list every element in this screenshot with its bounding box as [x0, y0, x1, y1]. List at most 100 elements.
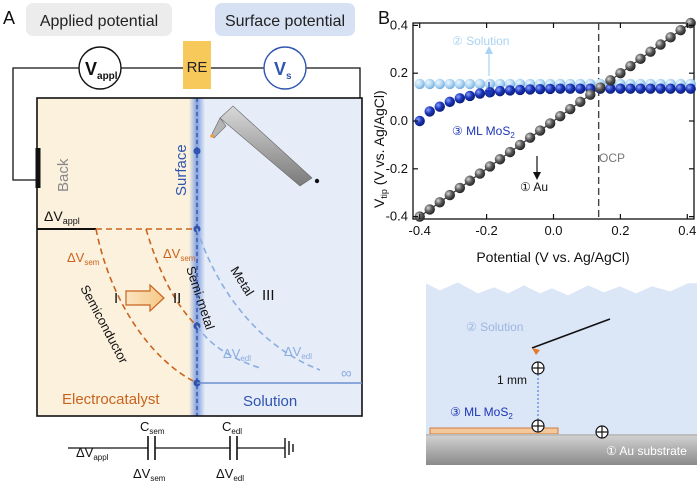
cell-schematic: ② Solution 1 mm ③ ML MoS2 — [425, 279, 697, 465]
mos2-point — [524, 84, 536, 95]
mos2-arrow-down — [485, 90, 493, 98]
transition-arrow — [125, 283, 165, 313]
surface-node-top — [193, 147, 201, 155]
mos2-point — [615, 83, 626, 94]
delta-v-sem-label-1: ΔVsem — [67, 250, 100, 267]
substrate-top — [426, 434, 697, 436]
au-point — [645, 46, 656, 57]
ocp-label: OCP — [599, 151, 625, 165]
solution-point — [454, 78, 466, 90]
au-point — [615, 67, 626, 79]
mos2-point — [424, 106, 435, 117]
mos2-point — [414, 115, 425, 127]
au-point — [534, 125, 546, 136]
au-point — [605, 75, 616, 86]
solution-point — [464, 78, 476, 90]
au-point — [444, 189, 455, 201]
schematic-mos2-label: ③ ML MoS2 — [450, 405, 513, 421]
mos2-point — [554, 83, 566, 94]
solution-label: Solution — [243, 393, 297, 410]
x-tick-label: 0.2 — [611, 223, 629, 238]
au-point — [655, 39, 666, 50]
solution-point — [444, 78, 455, 90]
au-point — [524, 132, 536, 143]
au-point — [434, 197, 445, 208]
mos2-point — [504, 85, 516, 96]
probe-tip — [210, 105, 320, 187]
au-point — [544, 118, 556, 129]
y-tick-label: 0.0 — [390, 113, 408, 128]
mos2-point — [464, 90, 476, 102]
circuit-v-sem-label: ΔVsem — [133, 466, 166, 483]
au-point — [514, 139, 526, 151]
au-point — [554, 111, 566, 122]
au-point — [585, 89, 596, 100]
au-point — [595, 82, 606, 93]
schematic-substrate-label: ① Au substrate — [606, 444, 687, 458]
au-point — [424, 204, 435, 215]
region-ii-label: II — [173, 290, 181, 307]
mos2-point — [474, 88, 486, 99]
y-axis-label: Vtip (V vs. Ag/AgCl) — [371, 90, 389, 208]
mos2-point — [655, 83, 666, 94]
au-point — [565, 103, 576, 115]
y-tick-label: -0.2 — [386, 161, 408, 176]
x-tick-label: -0.4 — [408, 223, 430, 238]
wire-left — [12, 67, 79, 181]
surface-potential-box — [215, 3, 355, 36]
v-s-meter: Vs — [263, 46, 307, 90]
x-tick-label: 0.4 — [678, 223, 696, 238]
v-appl-symbol: Vappl — [85, 59, 118, 82]
mos2-point — [605, 83, 616, 94]
electrocatalyst-label: Electrocatalyst — [62, 391, 160, 408]
mos2-point — [544, 83, 556, 95]
main-frame — [36, 97, 363, 417]
reference-electrode-box — [183, 41, 211, 89]
au-point — [504, 146, 516, 158]
schematic-solution-label: ② Solution — [466, 320, 523, 334]
au-point — [464, 175, 476, 186]
x-tick-label: -0.2 — [475, 223, 497, 238]
au-point — [665, 32, 676, 43]
mos2-point — [514, 84, 526, 96]
distance-label: 1 mm — [497, 373, 527, 387]
mos2-point — [494, 85, 506, 97]
c-edl-label: Cedl — [222, 419, 242, 436]
mos2-point — [645, 83, 656, 94]
schematic-tip-end — [532, 348, 540, 355]
fit-layer — [419, 22, 692, 218]
semi-metal-curve — [145, 228, 198, 327]
mos2-point — [665, 83, 676, 94]
au-point — [675, 24, 686, 36]
circuit-v-edl-label: ΔVedl — [216, 466, 244, 483]
equivalent-circuit: ΔVappl Csem Cedl ΔVsem ΔVedl — [68, 419, 294, 483]
au-point — [454, 182, 466, 194]
au-series-label: ① Au — [520, 180, 548, 194]
solution-point — [474, 78, 486, 90]
mos2-point — [625, 83, 636, 94]
x-tick-label: 0.0 — [544, 223, 562, 238]
back-label: Back — [55, 158, 72, 192]
position-marker-3 — [595, 425, 609, 439]
mos2-point — [685, 83, 696, 94]
au-trend-line — [419, 22, 692, 218]
solution-arrow-up — [485, 46, 493, 54]
mos2-point — [575, 83, 586, 94]
solution-point — [424, 78, 435, 90]
circuit-v-appl-label: ΔVappl — [76, 445, 109, 462]
infinity-label: ∞ — [341, 365, 352, 382]
x-axis-label: Potential (V vs. Ag/AgCl) — [476, 249, 629, 265]
solution-point — [434, 78, 445, 90]
panel-a-label: A — [3, 8, 15, 28]
mos2-point — [635, 83, 646, 94]
position-marker-1 — [531, 361, 545, 375]
metal-edl-curve — [196, 228, 321, 371]
surface-potential-label: Surface potential — [225, 13, 345, 30]
region-i-label: I — [114, 290, 118, 307]
semi-metal-edl-curve — [196, 325, 261, 369]
v-appl-meter: Vappl — [78, 46, 122, 90]
